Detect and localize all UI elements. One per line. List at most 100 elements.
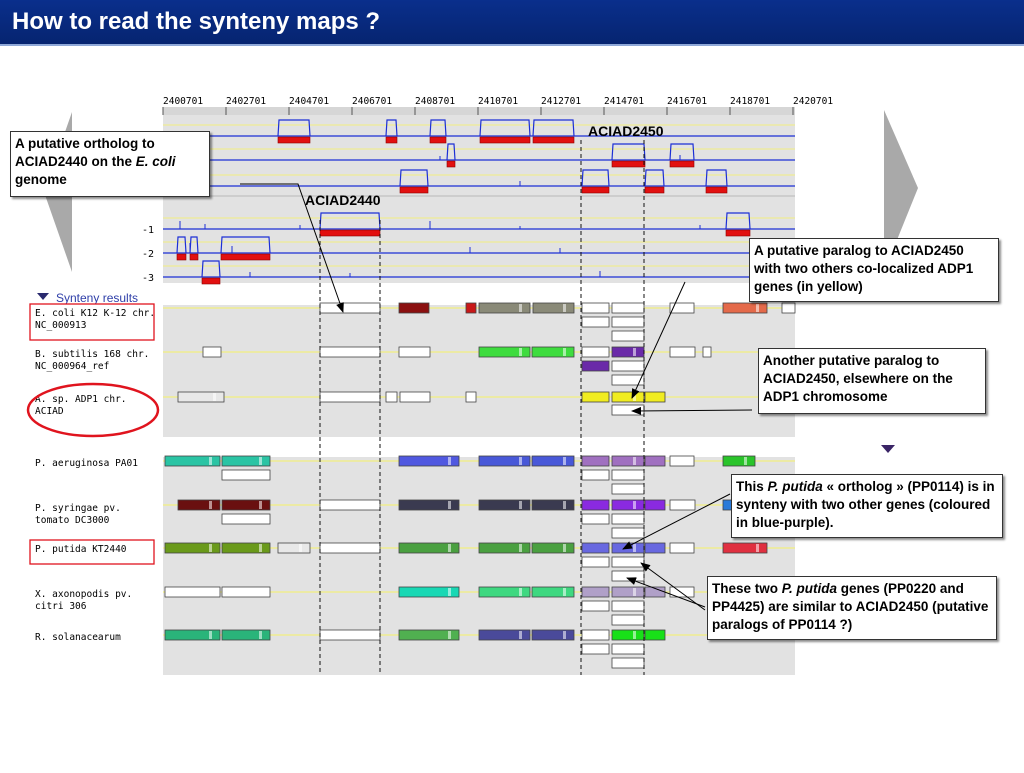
annotation-arrows bbox=[240, 183, 753, 611]
synteny-gene-box bbox=[611, 404, 645, 416]
signal-hump bbox=[581, 169, 610, 187]
synteny-gene-box bbox=[465, 391, 477, 403]
synteny-gene-box bbox=[669, 542, 695, 554]
synteny-gene-box bbox=[611, 657, 645, 669]
ruler-tick-label: 2406701 bbox=[352, 96, 392, 107]
expand-triangle-icon[interactable] bbox=[881, 445, 895, 453]
synteny-gene-box bbox=[398, 455, 460, 467]
gene-block bbox=[201, 277, 221, 285]
adp1-highlight-ellipse bbox=[26, 382, 160, 438]
signal-hump bbox=[446, 143, 456, 161]
signal-hump bbox=[669, 143, 695, 161]
gene-box-segment bbox=[563, 544, 566, 552]
putida-highlight-box bbox=[29, 539, 155, 565]
collapse-triangle-icon[interactable] bbox=[37, 293, 49, 300]
gene-box-segment bbox=[259, 631, 262, 639]
signal-hump bbox=[705, 169, 728, 187]
gene-block bbox=[644, 186, 665, 194]
gene-block bbox=[189, 253, 199, 261]
gene-box-segment bbox=[448, 631, 451, 639]
synteny-gene-box bbox=[611, 570, 645, 582]
synteny-gene-box bbox=[669, 499, 696, 511]
synteny-bottom-bg bbox=[163, 457, 795, 675]
gene-block bbox=[479, 136, 531, 144]
synteny-gene-box bbox=[277, 542, 311, 554]
aciad2450-label: ACIAD2450 bbox=[588, 123, 664, 139]
signal-hump bbox=[220, 236, 271, 254]
ruler-tick-label: 2420701 bbox=[793, 96, 833, 107]
synteny-gene-box bbox=[702, 346, 712, 358]
synteny-gene-box bbox=[319, 346, 381, 358]
organism-label-line1: P. aeruginosa PA01 bbox=[35, 458, 138, 469]
synteny-gene-box bbox=[177, 391, 225, 403]
synteny-header: Synteny results bbox=[56, 291, 138, 305]
ruler-tick-label: 2416701 bbox=[667, 96, 707, 107]
synteny-gene-box bbox=[319, 542, 381, 554]
synteny-gene-box bbox=[611, 527, 645, 539]
synteny-gene-box bbox=[465, 302, 477, 314]
organism-label-line1: P. putida KT2440 bbox=[35, 544, 127, 555]
synteny-gene-box bbox=[611, 374, 645, 386]
signal-hump bbox=[644, 169, 665, 187]
synteny-panel bbox=[163, 302, 796, 675]
gene-block bbox=[176, 253, 187, 261]
synteny-gene-box bbox=[581, 391, 610, 403]
gene-box-segment bbox=[299, 544, 302, 552]
synteny-gene-box bbox=[385, 391, 398, 403]
gene-block bbox=[277, 136, 311, 144]
gene-box-segment bbox=[209, 544, 212, 552]
ruler-tick-label: 2414701 bbox=[604, 96, 644, 107]
gene-box-segment bbox=[519, 501, 522, 509]
organism-label-line1: X. axonopodis pv. bbox=[35, 589, 132, 600]
synteny-gene-box bbox=[581, 556, 610, 568]
signal-hump bbox=[725, 212, 751, 230]
synteny-gene-box bbox=[581, 600, 610, 612]
synteny-gene-box bbox=[611, 513, 645, 525]
gene-box-segment bbox=[744, 457, 747, 465]
gene-block bbox=[399, 186, 429, 194]
synteny-gene-box bbox=[722, 542, 768, 554]
synteny-gene-box bbox=[611, 316, 645, 328]
synteny-gene-box bbox=[644, 542, 666, 554]
signal-hump bbox=[277, 119, 311, 137]
synteny-gene-box bbox=[611, 629, 645, 641]
ruler-tick-label: 2412701 bbox=[541, 96, 581, 107]
synteny-gene-box bbox=[611, 469, 645, 481]
gene-block bbox=[220, 253, 271, 261]
gene-box-segment bbox=[633, 631, 636, 639]
synteny-gene-box bbox=[478, 586, 531, 598]
synteny-gene-box bbox=[531, 629, 575, 641]
callout-putida-ortholog: This P. putida « ortholog » (PP0114) is … bbox=[731, 474, 1003, 538]
gene-track-panel: -1-2-3 bbox=[142, 115, 795, 285]
synteny-gene-box bbox=[164, 542, 221, 554]
synteny-gene-box bbox=[611, 483, 645, 495]
synteny-gene-box bbox=[478, 455, 531, 467]
gene-box-segment bbox=[563, 631, 566, 639]
synteny-gene-box bbox=[581, 542, 610, 554]
synteny-gene-box bbox=[319, 391, 381, 403]
synteny-gene-box bbox=[611, 455, 645, 467]
signal-hump bbox=[189, 236, 199, 254]
gene-box-segment bbox=[448, 501, 451, 509]
synteny-gene-box bbox=[611, 330, 645, 342]
callout-adp1-second-paralog: Another putative paralog to ACIAD2450, e… bbox=[758, 348, 986, 414]
synteny-gene-box bbox=[398, 586, 460, 598]
right-nav-arrow-shape bbox=[884, 110, 918, 272]
synteny-gene-box bbox=[319, 302, 381, 314]
synteny-gene-box bbox=[611, 643, 645, 655]
signal-hump bbox=[176, 236, 187, 254]
gene-box-segment bbox=[519, 544, 522, 552]
synteny-gene-box bbox=[611, 614, 645, 626]
ruler-tick-label: 2418701 bbox=[730, 96, 770, 107]
gene-box-segment bbox=[259, 544, 262, 552]
gene-block bbox=[385, 136, 398, 144]
gene-box-segment bbox=[519, 304, 522, 312]
synteny-top-bg bbox=[163, 305, 795, 437]
synteny-gene-box bbox=[581, 469, 610, 481]
synteny-gene-box bbox=[177, 499, 221, 511]
synteny-gene-box bbox=[611, 542, 645, 554]
frame-label: -1 bbox=[142, 225, 154, 236]
synteny-gene-box bbox=[319, 629, 381, 641]
